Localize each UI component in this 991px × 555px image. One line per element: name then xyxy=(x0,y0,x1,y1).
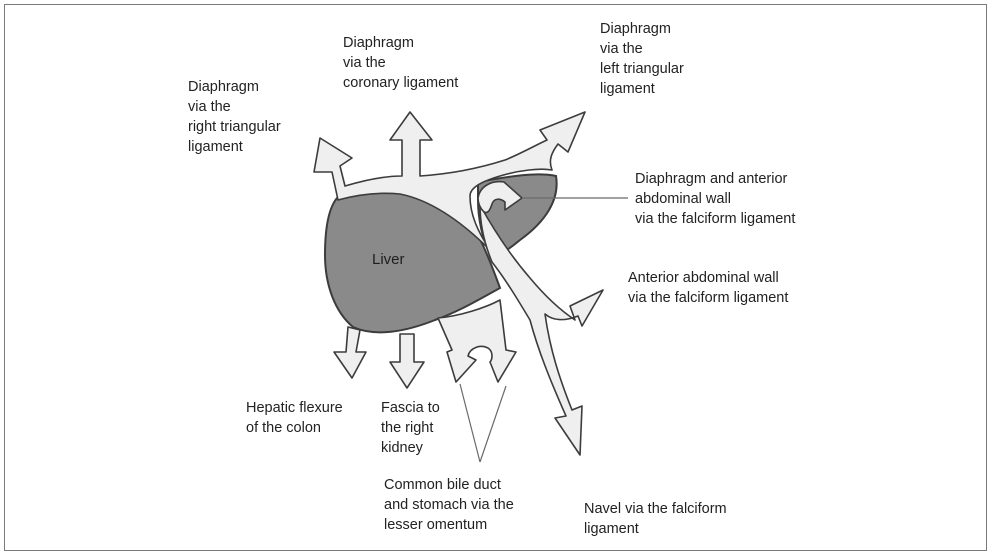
label-diaphragm-coronary: Diaphragm via the coronary ligament xyxy=(343,35,459,91)
lesser-omentum-arrows xyxy=(437,299,517,383)
left-lobe-hook xyxy=(477,180,523,214)
bile-duct-leader-right xyxy=(479,385,507,463)
label-diaphragm-left-triangular: Diaphragm via the left triangular ligame… xyxy=(600,21,684,97)
label-navel-falciform: Navel via the falciform ligament xyxy=(584,501,727,537)
label-fascia-right-kidney: Fascia to the right kidney xyxy=(381,400,440,456)
liver-label: Liver xyxy=(372,251,405,268)
upper-ligament-band xyxy=(313,111,586,251)
falciform-band xyxy=(479,204,604,456)
label-diaphragm-anterior-wall: Diaphragm and anterior abdominal wall vi… xyxy=(635,171,796,227)
hepatic-flexure-arrow xyxy=(333,326,367,379)
label-bile-duct-lesser-omentum: Common bile duct and stomach via the les… xyxy=(384,477,514,533)
kidney-fascia-arrow xyxy=(389,333,425,389)
label-hepatic-flexure: Hepatic flexure of the colon xyxy=(246,400,343,436)
label-anterior-wall-falciform: Anterior abdominal wall via the falcifor… xyxy=(628,270,789,306)
label-diaphragm-right-triangular: Diaphragm via the right triangular ligam… xyxy=(188,79,281,155)
bile-duct-leader-left xyxy=(459,383,481,463)
